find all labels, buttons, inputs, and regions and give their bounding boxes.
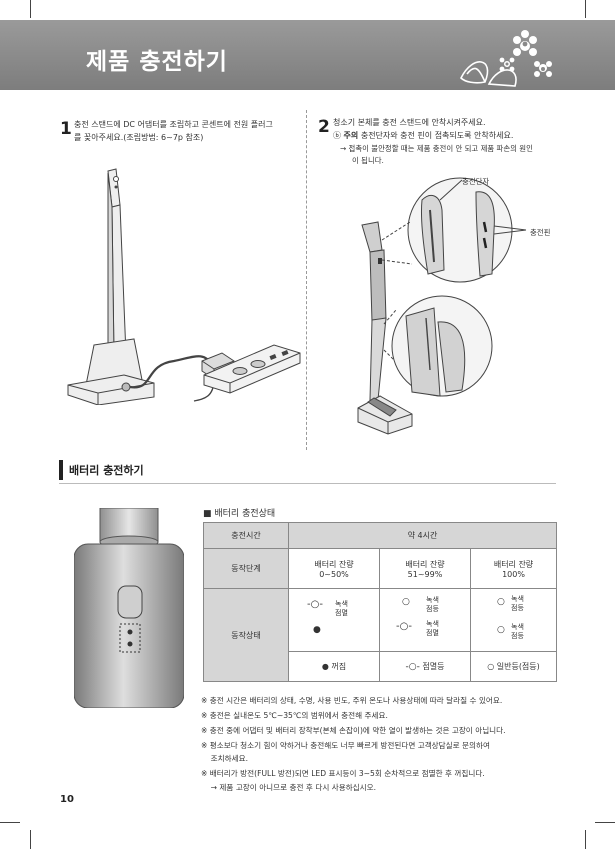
state-cell-1: -○- 녹색 점멸 ●: [288, 588, 380, 652]
caution-text: 충전단자와 충전 핀이 접촉되도록 안착하세요.: [360, 131, 514, 140]
row-label-state: 동작상태: [203, 588, 289, 682]
step-1-number: 1: [60, 119, 72, 139]
flower-decoration-icon: [460, 30, 552, 87]
section-marker: [59, 460, 63, 480]
section-rule: [59, 483, 556, 484]
stage-label: 배터리 잔량: [493, 559, 534, 569]
stage-label: 배터리 잔량: [405, 559, 445, 569]
caution-icon: ⓑ: [333, 131, 341, 140]
state-cell-3: ○ 녹색 점등 ○ 녹색 점등: [470, 588, 557, 652]
blink-led-icon: -○-: [396, 621, 412, 632]
step-divider: [306, 110, 307, 450]
led-color: 녹색: [426, 596, 439, 604]
battery-status-table: 충전시간 약 4시간 동작단계 배터리 잔량 0~50% 배터리 잔량 51~9…: [203, 522, 557, 682]
crop-mark: [0, 822, 20, 823]
stage-cell: 배터리 잔량 0~50%: [288, 548, 380, 589]
led-color: 녹색: [511, 595, 524, 603]
note-line: ※ 충전은 실내온도 5℃~35℃의 범위에서 충전해 주세요.: [201, 711, 388, 720]
blink-led-icon: -○-: [405, 662, 420, 672]
on-led-icon: ○: [497, 597, 505, 607]
led-mode: 점등: [511, 632, 524, 640]
blink-led-icon: -○-: [307, 599, 323, 610]
led-color: 녹색: [335, 600, 348, 608]
stage-range: 0~50%: [319, 569, 349, 579]
caution-label: 주의: [343, 131, 359, 140]
step-2-text-line1: 청소기 본체를 충전 스탠드에 안착시켜주세요.: [333, 118, 486, 127]
step-1-text-line1: 충전 스탠드에 DC 어댑터를 조립하고 콘센트에 전원 플러그: [74, 120, 273, 129]
step-1-text-line2: 를 꽂아주세요.(조립방법: 6~7p 참조): [74, 133, 204, 142]
note-line: ※ 평소보다 청소기 힘이 약하거나 충전해도 너무 빠르게 방전된다면 고객상…: [201, 741, 490, 750]
led-mode: 점멸: [426, 629, 439, 637]
legend-off-label: 꺼짐: [331, 662, 347, 671]
battery-handle-illustration: [74, 508, 184, 708]
led-color: 녹색: [426, 620, 439, 628]
row-label-stage: 동작단계: [203, 548, 289, 589]
on-led-icon: ○: [487, 662, 495, 671]
led-mode: 점등: [511, 604, 524, 612]
legend-on-label: 일반등(점등): [496, 662, 540, 671]
stage-range: 51~99%: [407, 569, 443, 579]
crop-mark: [585, 830, 586, 849]
note-line: 조치하세요.: [201, 754, 248, 763]
state-cell-2: ○ 녹색 점등 -○- 녹색 점멸: [379, 588, 471, 652]
stage-label: 배터리 잔량: [314, 559, 354, 569]
step-2-caution: ⓑ 주의 충전단자와 충전 핀이 접촉되도록 안착하세요.: [333, 129, 513, 142]
legend-off: ● 꺼짐: [288, 651, 380, 682]
on-led-icon: ○: [497, 625, 505, 635]
legend-blink-label: 점멸등: [422, 662, 445, 671]
callout-pin: 충전핀: [530, 228, 551, 237]
note-line: → 제품 고장이 아니므로 충전 후 다시 사용하십시오.: [201, 783, 377, 792]
charging-stand-illustration: [67, 168, 301, 405]
header-band: [0, 20, 615, 90]
section-title: 배터리 충전하기: [69, 464, 144, 477]
vacuum-docked-illustration: [357, 177, 527, 435]
stage-cell: 배터리 잔량 51~99%: [379, 548, 471, 589]
step-2-arrow-line2: 이 됩니다.: [352, 156, 384, 165]
stage-range: 100%: [502, 569, 525, 579]
note-line: ※ 충전 중에 어댑터 및 배터리 장착부(본체 손잡이)에 약한 열이 발생하…: [201, 726, 506, 735]
legend-blink: -○- 점멸등: [379, 651, 471, 682]
crop-mark: [585, 0, 586, 18]
on-led-icon: ○: [402, 597, 410, 607]
row-label-time: 충전시간: [203, 522, 289, 549]
page-title: 제품 충전하기: [86, 49, 228, 75]
time-value: 약 4시간: [288, 522, 557, 549]
step-2-arrow-line1: → 접촉이 불안정할 때는 제품 충전이 안 되고 제품 파손의 원인: [340, 144, 533, 153]
off-led-icon: ●: [313, 625, 321, 635]
crop-mark: [30, 0, 31, 18]
callout-terminal: 충전단자: [462, 177, 490, 186]
led-color: 녹색: [511, 623, 524, 631]
crop-mark: [30, 830, 31, 849]
note-line: ※ 배터리가 방전(FULL 방전)되면 LED 표시등이 3~5회 순차적으로…: [201, 769, 485, 778]
led-mode: 점멸: [335, 609, 348, 617]
note-line: ※ 충전 시간은 배터리의 상태, 수명, 사용 빈도, 주위 온도나 사용상태…: [201, 696, 503, 705]
battery-status-subtitle: ■ 배터리 충전상태: [203, 509, 276, 519]
page-number: 10: [60, 794, 74, 805]
step-2-number: 2: [318, 117, 330, 137]
stage-cell: 배터리 잔량 100%: [470, 548, 557, 589]
led-mode: 점등: [426, 605, 439, 613]
crop-mark: [595, 822, 615, 823]
legend-on: ○ 일반등(점등): [470, 651, 557, 682]
off-led-icon: ●: [321, 662, 329, 671]
